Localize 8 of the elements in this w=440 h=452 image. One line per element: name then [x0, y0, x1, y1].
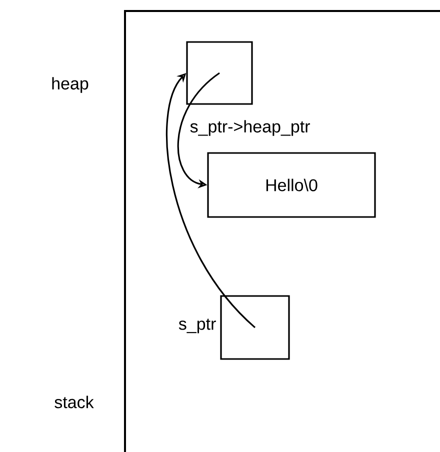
arrow: [166, 73, 256, 328]
cell-label: s_ptr->heap_ptr: [188, 119, 312, 137]
region-label: heap: [52, 77, 88, 93]
memory-cell: [186, 41, 253, 105]
memory-cell: [220, 295, 290, 360]
cell-label: s_ptr: [177, 318, 218, 334]
region-label: stack: [54, 396, 94, 408]
text-box: Hello\0: [207, 152, 376, 218]
